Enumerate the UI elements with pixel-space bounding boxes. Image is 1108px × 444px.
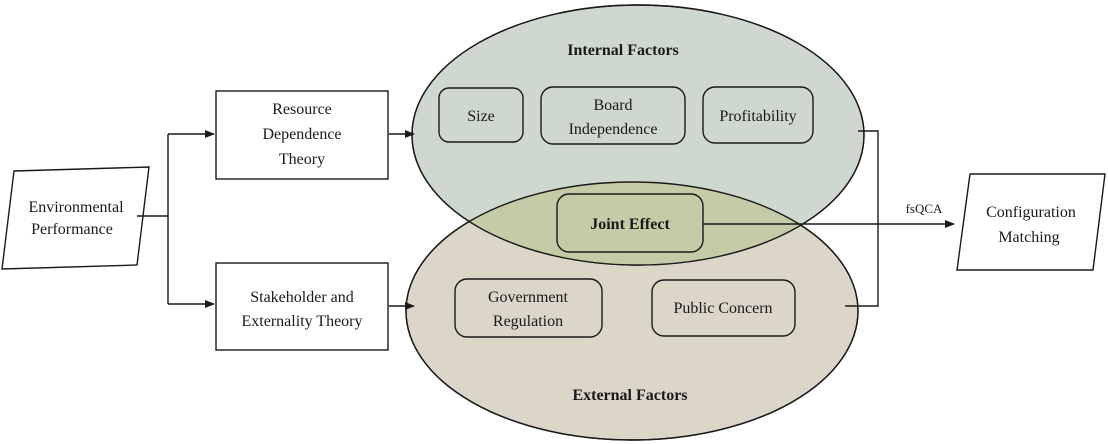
configuration-matching-line1: Configuration	[986, 204, 1076, 221]
external-factors-title: External Factors	[572, 387, 687, 404]
joint-effect-node: Joint Effect	[556, 193, 704, 253]
fsqca-label: fsQCA	[906, 201, 943, 216]
configuration-matching-line2: Matching	[998, 229, 1059, 246]
resource-dependence-line3: Theory	[279, 151, 325, 168]
public-concern-node: Public Concern	[651, 279, 796, 337]
resource-dependence-theory-node: Resource Dependence Theory	[215, 90, 389, 180]
public-concern-label: Public Concern	[673, 300, 772, 317]
government-regulation-line2: Regulation	[493, 313, 563, 330]
resource-dependence-line1: Resource	[272, 101, 332, 118]
environmental-performance-line2: Performance	[31, 221, 113, 238]
size-label: Size	[467, 108, 495, 125]
board-independence-node: Board Independence	[540, 86, 686, 145]
internal-factors-title: Internal Factors	[567, 42, 679, 59]
environmental-performance-node: Environmental Performance	[1, 166, 150, 270]
environmental-performance-line1: Environmental	[28, 199, 124, 216]
stakeholder-line2: Externality Theory	[242, 313, 363, 330]
stakeholder-line1: Stakeholder and	[250, 289, 354, 306]
board-independence-line2: Independence	[569, 121, 658, 138]
right-bracket-connector	[845, 130, 879, 307]
size-node: Size	[438, 87, 524, 143]
government-regulation-node: Government Regulation	[454, 278, 603, 338]
external-ellipse-outline	[405, 181, 859, 441]
resource-dependence-line2: Dependence	[262, 126, 341, 143]
branch-connectors	[137, 130, 215, 308]
board-independence-line1: Board	[593, 97, 632, 114]
configuration-matching-node: Configuration Matching	[956, 173, 1106, 271]
joint-effect-label: Joint Effect	[590, 216, 670, 233]
profitability-node: Profitability	[702, 86, 814, 144]
stakeholder-theory-node: Stakeholder and Externality Theory	[215, 262, 389, 351]
profitability-label: Profitability	[719, 108, 796, 125]
government-regulation-line1: Government	[488, 289, 569, 306]
